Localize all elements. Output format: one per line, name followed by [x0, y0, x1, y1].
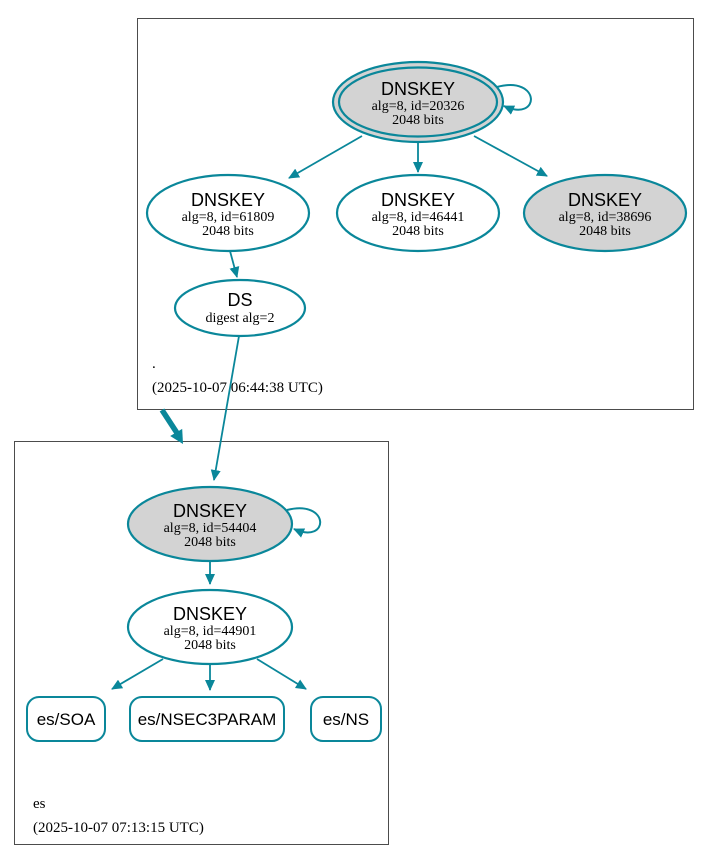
node-detail: alg=8, id=46441 [372, 210, 465, 225]
node-title: DS [227, 290, 252, 310]
node-detail: 2048 bits [392, 113, 444, 128]
node-detail: alg=8, id=54404 [164, 521, 257, 536]
node-ellipse [522, 173, 688, 253]
delegation-arrowhead [170, 428, 183, 444]
self-loop-es-ksk [286, 507, 322, 538]
node-ellipse [126, 485, 294, 563]
node-dnskey-61809: DNSKEY alg=8, id=61809 2048 bits [145, 173, 311, 253]
node-ellipse-outer [331, 60, 505, 144]
node-detail: 2048 bits [392, 224, 444, 239]
zone-timestamp-es: (2025-10-07 07:13:15 UTC) [33, 820, 204, 836]
node-title: DNSKEY [381, 79, 455, 99]
node-rrset-es-nsec3param: es/NSEC3PARAM [129, 696, 285, 742]
delegation-arrow-root-to-es [159, 408, 180, 435]
node-title: DNSKEY [191, 190, 265, 210]
node-rrset-es-soa: es/SOA [26, 696, 106, 742]
node-title: DNSKEY [568, 190, 642, 210]
rrset-rect [310, 696, 382, 742]
node-ellipse [126, 588, 294, 666]
node-rrset-es-ns: es/NS [310, 696, 382, 742]
rrset-label: es/SOA [37, 710, 96, 729]
zone-timestamp-root: (2025-10-07 06:44:38 UTC) [152, 380, 323, 396]
node-detail: 2048 bits [184, 638, 236, 653]
edge-root-ksk-to-key-38696 [473, 135, 548, 177]
zone-box-root [137, 18, 694, 410]
edge-key-44901-to-ns [256, 658, 307, 690]
zone-label-es: es [33, 796, 46, 812]
rrset-label: es/NSEC3PARAM [138, 710, 277, 729]
node-detail: 2048 bits [579, 224, 631, 239]
edge-ds-to-es-ksk [210, 335, 240, 481]
node-detail: alg=8, id=20326 [372, 99, 465, 114]
node-dnskey-46441: DNSKEY alg=8, id=46441 2048 bits [335, 173, 501, 253]
node-ds: DS digest alg=2 [173, 278, 307, 338]
node-detail: alg=8, id=38696 [559, 210, 652, 225]
node-dnskey-54404: DNSKEY alg=8, id=54404 2048 bits [126, 485, 294, 563]
rrset-label: es/NS [323, 710, 369, 729]
node-dnskey-38696: DNSKEY alg=8, id=38696 2048 bits [522, 173, 688, 253]
node-detail: alg=8, id=44901 [164, 624, 257, 639]
node-title: DNSKEY [173, 604, 247, 624]
edge-key-61809-to-ds [229, 250, 240, 278]
node-title: DNSKEY [173, 501, 247, 521]
node-title: DNSKEY [381, 190, 455, 210]
node-ellipse [335, 173, 501, 253]
node-detail: alg=8, id=61809 [182, 210, 275, 225]
node-dnskey-44901: DNSKEY alg=8, id=44901 2048 bits [126, 588, 294, 666]
rrset-rect [26, 696, 106, 742]
self-loop-root-ksk [496, 84, 532, 115]
node-detail: 2048 bits [184, 535, 236, 550]
node-detail: digest alg=2 [206, 311, 275, 326]
node-ellipse [173, 278, 307, 338]
node-ellipse-inner [337, 66, 499, 138]
edge-root-ksk-to-key-61809 [288, 135, 363, 179]
node-detail: 2048 bits [202, 224, 254, 239]
rrset-rect [129, 696, 285, 742]
zone-label-root: . [152, 356, 156, 372]
node-ellipse [145, 173, 311, 253]
node-dnskey-20326: DNSKEY alg=8, id=20326 2048 bits [331, 60, 505, 144]
edge-key-44901-to-soa [111, 658, 164, 690]
zone-box-es [14, 441, 389, 845]
